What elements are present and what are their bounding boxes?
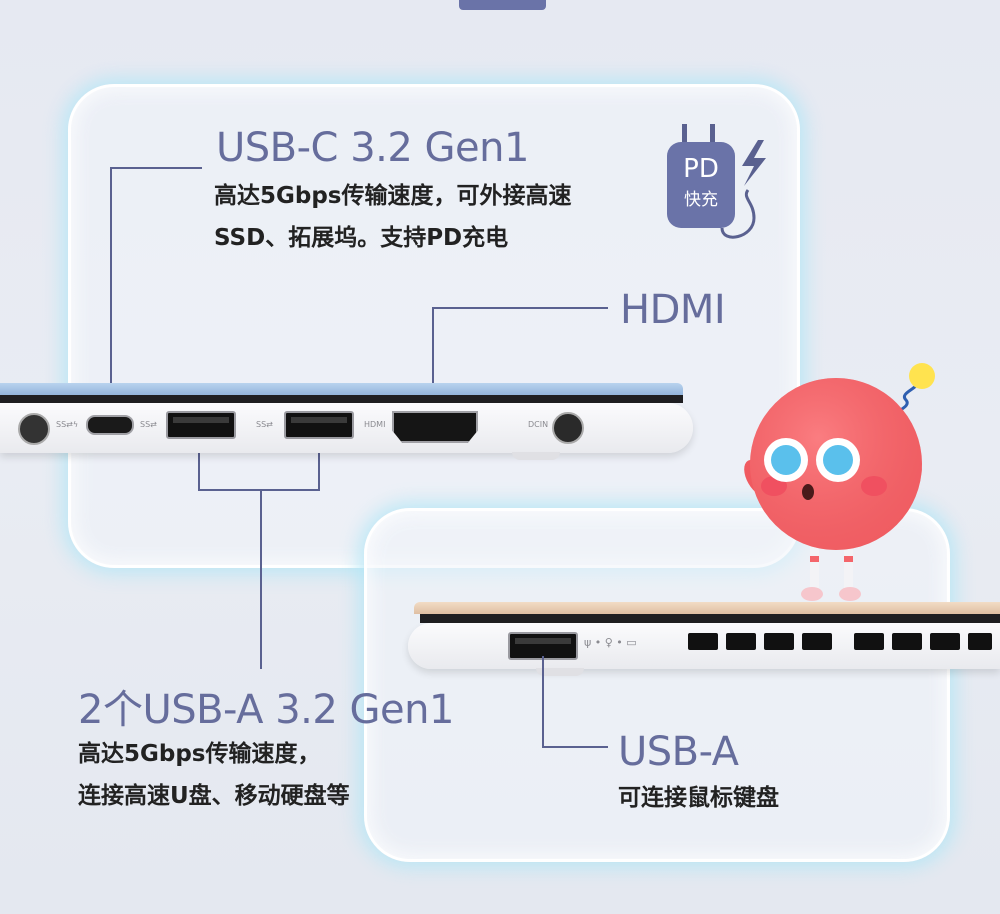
usba-side-connector-v (542, 656, 544, 748)
laptop-blue-base: SS⇄ϟ SS⇄ SS⇄ HDMI DCIN (0, 403, 693, 453)
charger-plug-icon (667, 124, 766, 239)
usbc-desc-line1: 高达5Gbps传输速度，可外接高速 (214, 183, 572, 209)
laptop-gold-lid (414, 602, 1000, 614)
dcin-port (552, 412, 584, 444)
usba2-desc-line2: 连接高速U盘、移动硬盘等 (78, 783, 350, 809)
usbc-title: USB-C 3.2 Gen1 (216, 125, 529, 171)
hdmi-connector-line-v (432, 307, 434, 419)
usba-title: USB-A (618, 729, 739, 775)
usbc-connector-line-h (110, 167, 202, 169)
usbc-port (86, 415, 134, 435)
usba-port-side (508, 632, 578, 660)
vent-slot (688, 633, 718, 650)
usba-bracket-bottom (198, 489, 320, 491)
usba-side-connector-h (542, 746, 608, 748)
vent-slot (764, 633, 794, 650)
vent-slot (930, 633, 960, 650)
vent-slot (968, 633, 992, 650)
top-tab (459, 0, 546, 10)
laptop-blue-bezel (0, 395, 683, 403)
dcin-port-label: DCIN (528, 420, 549, 429)
usba-desc-line1: 可连接鼠标键盘 (618, 785, 779, 811)
hdmi-title: HDMI (620, 287, 726, 333)
laptop-blue-lid (0, 383, 683, 395)
vent-slot (726, 633, 756, 650)
vent-slot (854, 633, 884, 650)
hdmi-port (392, 411, 478, 443)
mascot-icon (744, 363, 935, 601)
laptop-gold-bezel (420, 614, 1000, 623)
usbc-connector-line-v (110, 167, 112, 419)
pd-badge-line1: PD (683, 154, 719, 184)
audio-jack-port (18, 413, 50, 445)
usba2-title: 2个USB-A 3.2 Gen1 (78, 687, 454, 733)
hdmi-connector-line-h (432, 307, 608, 309)
usba-bracket-stem (260, 489, 262, 669)
status-led-icons: ψ • ♀ • ▭ (584, 636, 637, 649)
mascot-character (738, 360, 938, 608)
usba-port2-label: SS⇄ (256, 420, 273, 429)
usbc-desc-line2: SSD、拓展坞。支持PD充电 (214, 225, 509, 251)
hdmi-port-label: HDMI (364, 420, 386, 429)
pd-badge-line2: 快充 (684, 190, 718, 210)
usba-port-2 (284, 411, 354, 439)
laptop-blue-foot (512, 452, 560, 460)
vent-slot (892, 633, 922, 650)
usba-bracket-right (318, 436, 320, 491)
pd-fast-charge-badge: PD 快充 (662, 118, 782, 248)
laptop-gold-base: ψ • ♀ • ▭ (408, 623, 1000, 669)
usbc-port-label: SS⇄ϟ (56, 420, 79, 429)
usba-port1-label: SS⇄ (140, 420, 157, 429)
vent-slot (802, 633, 832, 650)
usba2-desc-line1: 高达5Gbps传输速度， (78, 741, 321, 767)
usba-port-1 (166, 411, 236, 439)
laptop-gold-foot (536, 668, 584, 676)
usba-bracket-left (198, 436, 200, 491)
